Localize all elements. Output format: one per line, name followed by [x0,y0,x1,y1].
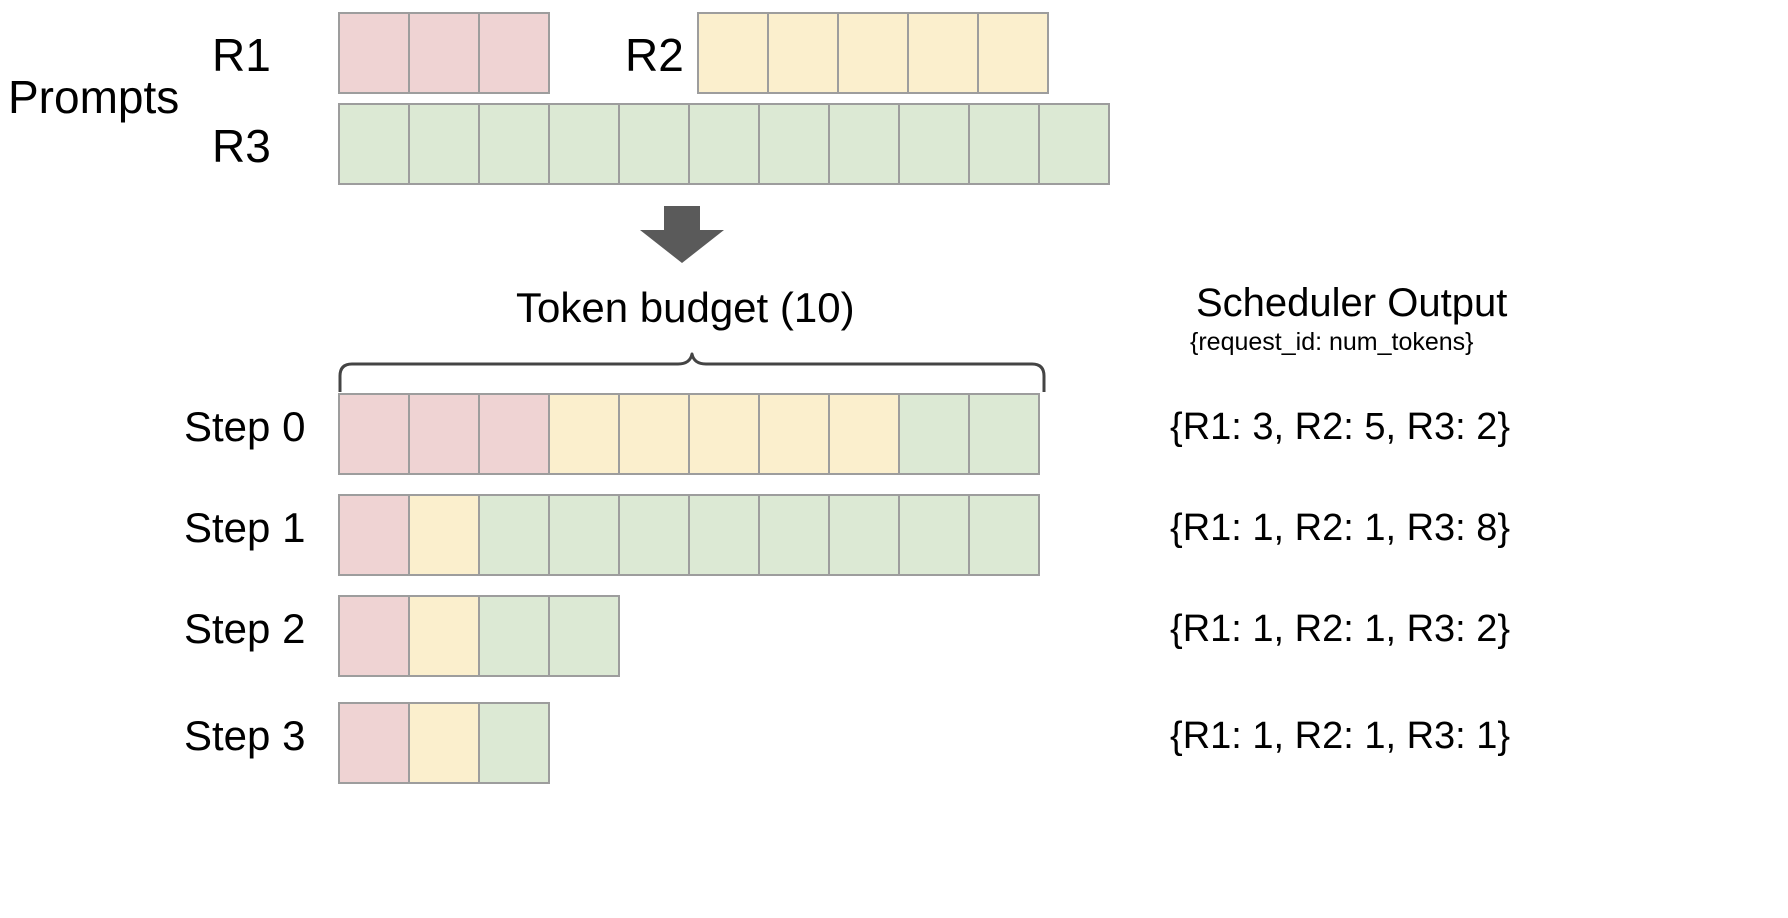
token-cell-r2-step-1 [408,494,480,576]
token-cell-r2 [977,12,1049,94]
token-cell-r2 [697,12,769,94]
token-cell-r3 [618,103,690,185]
step-label-2: Step 2 [184,605,306,652]
step-bar-1 [338,494,1040,576]
token-cell-r3 [478,103,550,185]
token-cell-r3-step-2 [478,595,550,677]
token-cell-r3-step-1 [478,494,550,576]
token-cell-r3 [408,103,480,185]
token-cell-r2-step-0 [828,393,900,475]
step-bar-2 [338,595,620,677]
step-label-1: Step 1 [184,504,306,551]
scheduler-output-1: {R1: 1, R2: 1, R3: 8} [1170,507,1511,549]
step-bar-0 [338,393,1040,475]
token-cell-r3-step-1 [828,494,900,576]
token-cell-r1 [408,12,480,94]
token-cell-r2-step-0 [688,393,760,475]
step-bar-3 [338,702,550,784]
token-cell-r1-step-0 [338,393,410,475]
token-cell-r1-step-0 [478,393,550,475]
token-cell-r1-step-3 [338,702,410,784]
token-cell-r3 [828,103,900,185]
prompt-label-r3: R3 [212,120,271,172]
token-cell-r3-step-1 [548,494,620,576]
token-cell-r1-step-0 [408,393,480,475]
token-cell-r3-step-3 [478,702,550,784]
step-label-3: Step 3 [184,712,306,759]
prompt-bar-r2 [697,12,1049,94]
token-cell-r3 [338,103,410,185]
prompt-bar-r1 [338,12,550,94]
prompt-label-r2: R2 [625,29,684,81]
token-cell-r2 [907,12,979,94]
token-cell-r3 [1038,103,1110,185]
scheduler-output-subtitle: {request_id: num_tokens} [1190,328,1474,356]
token-cell-r1-step-2 [338,595,410,677]
token-cell-r3-step-1 [618,494,690,576]
token-cell-r2-step-2 [408,595,480,677]
token-cell-r1 [338,12,410,94]
token-cell-r1-step-1 [338,494,410,576]
step-label-0: Step 0 [184,403,306,450]
token-cell-r3-step-1 [688,494,760,576]
token-cell-r3-step-1 [968,494,1040,576]
token-cell-r2 [837,12,909,94]
token-cell-r3 [898,103,970,185]
scheduler-output-3: {R1: 1, R2: 1, R3: 1} [1170,715,1511,757]
token-cell-r3 [688,103,760,185]
token-cell-r2-step-0 [758,393,830,475]
token-cell-r2-step-0 [548,393,620,475]
token-cell-r1 [478,12,550,94]
token-cell-r3-step-0 [968,393,1040,475]
token-budget-brace [338,352,1046,397]
token-budget-title: Token budget (10) [516,284,855,331]
scheduler-output-0: {R1: 3, R2: 5, R3: 2} [1170,406,1511,448]
token-cell-r3 [548,103,620,185]
down-arrow-icon [636,206,728,269]
scheduler-output-title: Scheduler Output [1196,281,1508,325]
token-cell-r3 [968,103,1040,185]
token-cell-r2-step-0 [618,393,690,475]
prompt-bar-r3 [338,103,1110,185]
token-cell-r3-step-0 [898,393,970,475]
token-cell-r3 [758,103,830,185]
token-cell-r3-step-2 [548,595,620,677]
token-cell-r2 [767,12,839,94]
prompts-label: Prompts [8,71,180,123]
token-cell-r2-step-3 [408,702,480,784]
token-cell-r3-step-1 [898,494,970,576]
prompt-label-r1: R1 [212,29,271,81]
token-cell-r3-step-1 [758,494,830,576]
scheduler-output-2: {R1: 1, R2: 1, R3: 2} [1170,608,1511,650]
